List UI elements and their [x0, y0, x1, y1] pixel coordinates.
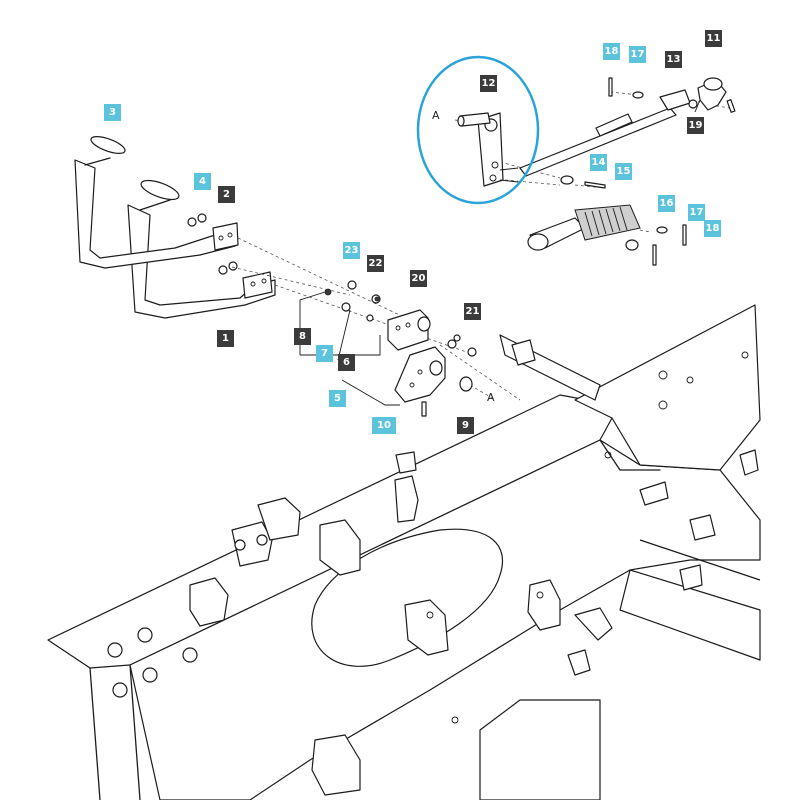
part-label-9[interactable]: 9 [457, 417, 474, 434]
part-label-1[interactable]: 1 [217, 330, 234, 347]
part-label-15[interactable]: 15 [615, 163, 632, 180]
part-label-7[interactable]: 7 [316, 345, 333, 362]
part-label-6[interactable]: 6 [338, 354, 355, 371]
part-label-8[interactable]: 8 [294, 328, 311, 345]
part-label-12[interactable]: 12 [480, 75, 497, 92]
highlight-circle [416, 55, 540, 205]
part-label-19[interactable]: 19 [687, 117, 704, 134]
part-label-17-top[interactable]: 17 [629, 46, 646, 63]
part-label-3[interactable]: 3 [104, 104, 121, 121]
pivot-hardware [299, 280, 477, 417]
pedal-assembly [74, 136, 276, 319]
rod-linkage [416, 55, 736, 266]
reference-a-top: A [432, 109, 440, 122]
chassis-frame [47, 304, 761, 800]
part-label-5[interactable]: 5 [329, 390, 346, 407]
part-label-22[interactable]: 22 [367, 255, 384, 272]
part-label-11[interactable]: 11 [705, 30, 722, 47]
part-label-23[interactable]: 23 [343, 242, 360, 259]
part-label-10[interactable]: 10 [372, 417, 396, 434]
part-label-21[interactable]: 21 [464, 303, 481, 320]
reference-a-bottom: A [487, 391, 495, 404]
part-label-2[interactable]: 2 [218, 186, 235, 203]
part-label-16[interactable]: 16 [658, 195, 675, 212]
part-label-13[interactable]: 13 [665, 51, 682, 68]
part-label-14[interactable]: 14 [590, 154, 607, 171]
part-label-20[interactable]: 20 [410, 270, 427, 287]
part-label-18-top[interactable]: 18 [603, 43, 620, 60]
part-label-17-right[interactable]: 17 [688, 204, 705, 221]
part-label-18-right[interactable]: 18 [704, 220, 721, 237]
part-label-4[interactable]: 4 [194, 173, 211, 190]
